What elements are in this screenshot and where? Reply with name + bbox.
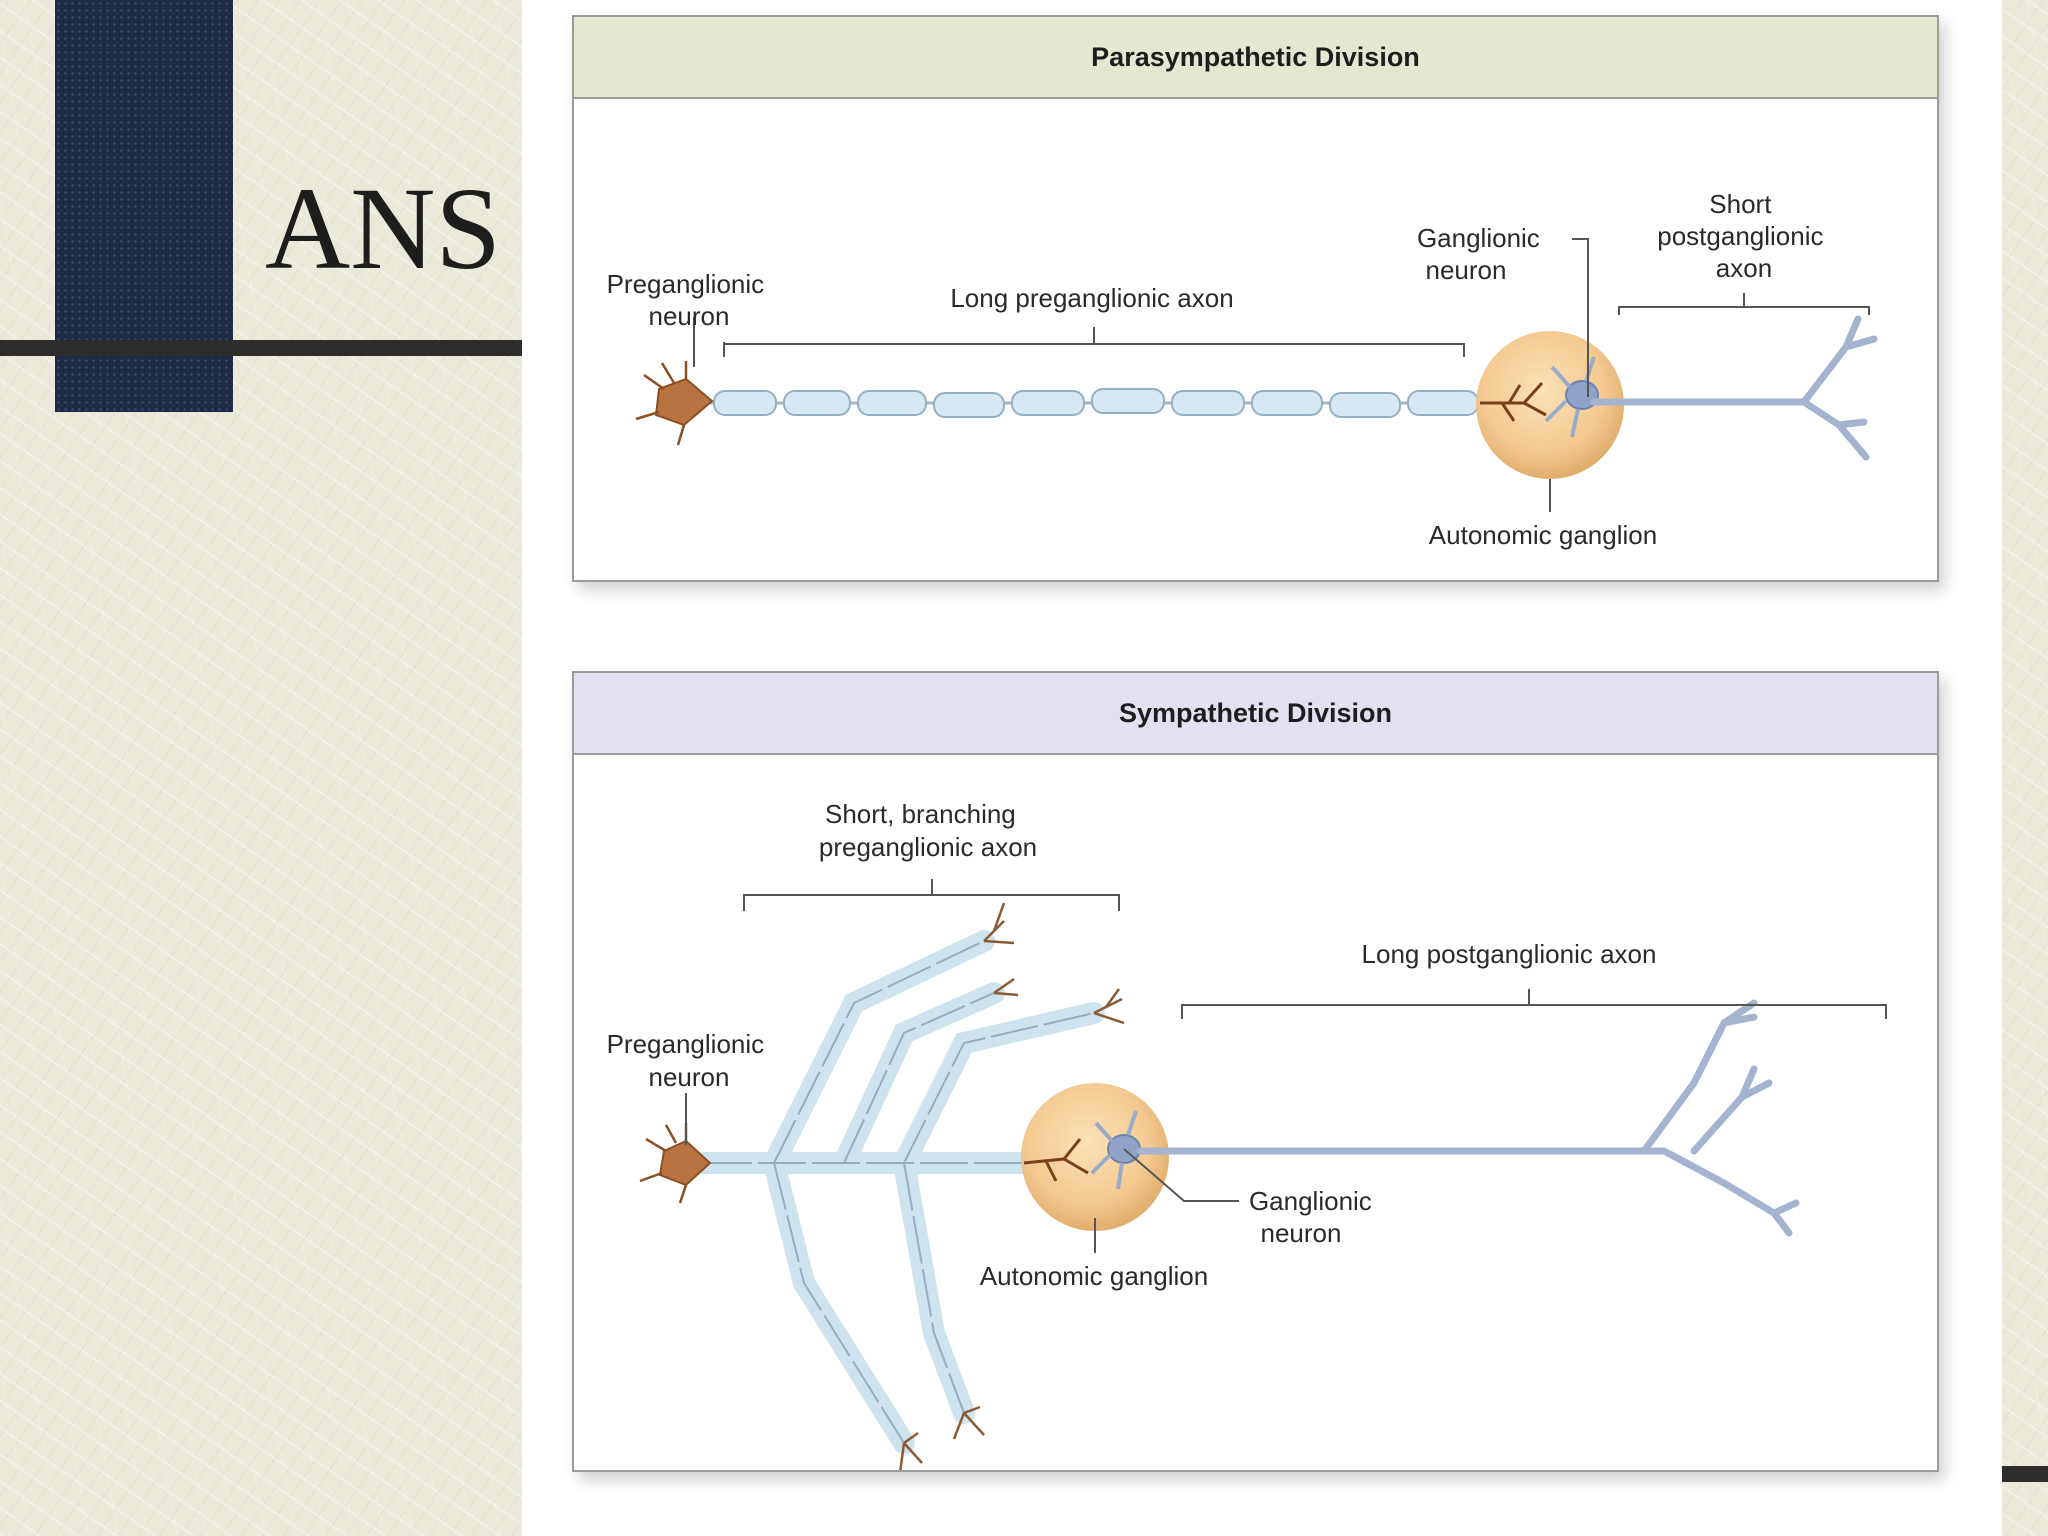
long-axon-bracket	[1181, 989, 1887, 1019]
autonomic-ganglion	[1021, 1083, 1169, 1231]
ganglionic-neuron-label: Ganglionic neuron	[1249, 1186, 1379, 1248]
right-edge-rule	[2002, 1466, 2048, 1482]
axon-terminal	[1480, 381, 1547, 422]
postganglionic-axon	[1136, 999, 1800, 1237]
short-postganglionic-axon-label: Short postganglionic axon	[1657, 189, 1830, 283]
preganglionic-soma	[635, 361, 714, 446]
parasympathetic-panel: Parasympathetic Division	[572, 15, 1939, 582]
ganglionic-leader	[1123, 1148, 1239, 1202]
axon-terminal	[1023, 1138, 1089, 1182]
branching-axon-bracket	[743, 879, 1120, 911]
ganglionic-neuron-label: Ganglionic neuron	[1417, 223, 1547, 285]
myelin-sheath	[713, 388, 1479, 418]
postganglionic-axon	[1590, 315, 1878, 461]
slide-title: ANS	[265, 163, 502, 294]
long-postganglionic-axon-label: Long postganglionic axon	[1362, 939, 1657, 969]
autonomic-ganglion-label: Autonomic ganglion	[1429, 520, 1657, 550]
preganglionic-soma	[639, 1123, 712, 1204]
preganglionic-neuron-label: Preganglionic neuron	[607, 1029, 772, 1092]
short-axon-bracket	[1618, 293, 1870, 315]
long-axon-bracket	[723, 327, 1465, 357]
axon-terminals	[899, 902, 1125, 1470]
sympathetic-header: Sympathetic Division	[574, 673, 1937, 755]
sympathetic-diagram: Short, branching preganglionic axon Preg…	[607, 799, 1887, 1470]
title-underline	[0, 340, 522, 356]
long-preganglionic-axon-label: Long preganglionic axon	[950, 283, 1233, 313]
autonomic-ganglion-label: Autonomic ganglion	[980, 1261, 1208, 1291]
parasympathetic-header: Parasympathetic Division	[574, 17, 1937, 99]
ganglionic-neuron	[1544, 356, 1599, 438]
parasympathetic-diagram: Preganglionic neuron Long preganglionic …	[607, 189, 1878, 550]
preganglionic-neuron-label: Preganglionic neuron	[607, 269, 772, 331]
short-branching-axon-label: Short, branching preganglionic axon	[819, 799, 1037, 862]
ganglionic-leader	[1572, 238, 1589, 397]
myelin-segments	[704, 940, 1095, 1444]
sympathetic-panel: Sympathetic Division	[572, 671, 1939, 1472]
